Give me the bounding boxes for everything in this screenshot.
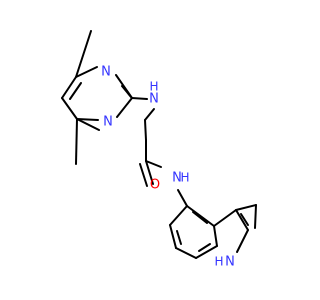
- bond-pyrrole-c: [236, 229, 249, 253]
- bond-amide-ring: [177, 189, 188, 207]
- bond-ch2-ch2: [144, 119, 147, 141]
- bond-methyl-upper: [75, 30, 92, 78]
- bond-amino-ch2: [144, 108, 155, 121]
- bond-c5-c4-inner: [69, 82, 82, 100]
- bond-pyrrole-a: [213, 209, 237, 227]
- bond-c6-c5: [61, 97, 78, 120]
- bond-c5-c4: [61, 76, 77, 99]
- bond-carbonyl-o: [145, 160, 154, 185]
- atom-n-pyrimidine-top: N: [101, 65, 111, 80]
- bond-pyrrole-b: [235, 209, 249, 231]
- bond-c2-n1: [116, 97, 133, 118]
- bond-n1-c6: [76, 118, 99, 121]
- atom-n-amide: N: [172, 171, 182, 186]
- bond-ring-e: [213, 225, 218, 247]
- atom-n-amino: N: [149, 92, 159, 107]
- bond-ring-b-inner: [176, 230, 182, 245]
- bond-c2-amino: [131, 97, 148, 100]
- atom-o-carbonyl: O: [150, 178, 160, 193]
- bond-carbonyl-amide: [145, 160, 162, 168]
- bond-ring-d: [195, 245, 218, 259]
- atom-n-pyrimidine-bottom: N: [103, 115, 113, 130]
- molecule-structure: N N N H O N H H N: [0, 0, 300, 300]
- bond-methyl-lower: [75, 118, 78, 165]
- atom-n-indole: N: [225, 255, 235, 270]
- atom-h-indole: H: [214, 255, 223, 269]
- bond-n1-c6-inner: [76, 118, 100, 131]
- bond-ring-b: [169, 224, 177, 249]
- atom-h-amide: H: [180, 171, 189, 185]
- bond-n3-c2-inner: [121, 85, 132, 98]
- bond-lines: [61, 30, 257, 259]
- bond-pyrrole-top: [235, 204, 257, 211]
- canvas-background: [0, 0, 300, 300]
- bond-pyrrole-inner: [240, 213, 249, 226]
- bond-ring-c4-n3: [75, 66, 98, 78]
- atom-labels: N N N H O N H H N: [101, 65, 235, 270]
- bond-carbonyl-o-double: [139, 163, 148, 187]
- bond-pyrrole-right: [254, 204, 257, 229]
- bond-ring-f-inner: [192, 211, 208, 224]
- atom-h-amino: H: [149, 80, 158, 94]
- bond-ring-c: [175, 247, 197, 259]
- bond-ring-a: [169, 205, 188, 226]
- bond-ring-d-inner: [198, 243, 211, 252]
- bond-ring-f: [186, 205, 215, 227]
